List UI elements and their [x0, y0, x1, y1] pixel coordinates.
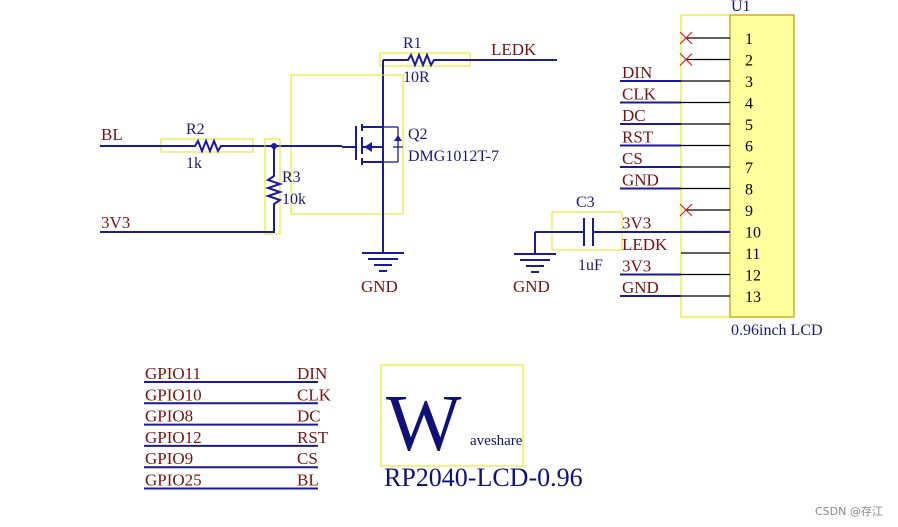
gnd-label-c3: GND: [513, 277, 550, 296]
q2-outline: [290, 74, 404, 215]
gpio-row: GPIO8 DC: [144, 407, 321, 426]
pin-number: 11: [745, 246, 760, 263]
pin-net-label: DC: [622, 106, 646, 125]
gpio-signal: RST: [297, 428, 329, 447]
gpio-signal: CS: [297, 449, 318, 468]
gnd-label-q2: GND: [361, 277, 398, 296]
pin-number: 4: [745, 96, 753, 113]
logo-outline: [380, 364, 524, 467]
connector-pin-3: DIN 3: [620, 63, 753, 91]
gpio-name: GPIO25: [145, 471, 202, 490]
pin-net-label: DIN: [622, 63, 652, 82]
board-title: RP2040-LCD-0.96: [384, 463, 583, 492]
r1-resistor: [383, 52, 557, 68]
r1-ref: R1: [403, 35, 422, 52]
pin-net-label: 3V3: [622, 257, 651, 276]
no-connect-mark: [679, 31, 693, 45]
connector-pin-1: 1: [679, 31, 753, 48]
pin-number: 1: [745, 31, 753, 48]
3v3-net-label: 3V3: [101, 213, 130, 232]
no-connect-mark: [679, 203, 693, 217]
ledk-net-label: LEDK: [491, 40, 537, 59]
gpio-row: GPIO11 DIN: [144, 364, 327, 383]
connector-body: [729, 14, 795, 318]
q2-ref: Q2: [408, 126, 428, 143]
c3-value: 1uF: [578, 257, 603, 274]
c3-ref: C3: [576, 194, 595, 211]
logo-letter: W: [386, 380, 462, 468]
pin-net-label: GND: [622, 171, 659, 190]
pin-net-label: LEDK: [622, 235, 668, 254]
pin-number: 10: [745, 225, 761, 242]
connector-pin-2: 2: [679, 53, 753, 70]
pin-number: 9: [745, 203, 753, 220]
connector-pin-12: 3V3 12: [620, 257, 761, 285]
gpio-name: GPIO12: [145, 428, 202, 447]
connector-pin-9: 9: [679, 203, 753, 220]
r3-value: 10k: [282, 191, 306, 208]
connector-pin-8: GND 8: [620, 171, 753, 199]
r3-resistor: [100, 146, 284, 233]
gnd-symbol-c3: [514, 232, 556, 273]
gpio-row: GPIO12 RST: [144, 428, 329, 447]
q2-mosfet: [342, 124, 403, 213]
gpio-name: GPIO10: [145, 385, 202, 404]
pin-number: 5: [745, 117, 753, 134]
pin-number: 12: [745, 268, 761, 285]
connector-pin-7: CS 7: [620, 149, 753, 177]
connector-pin-6: RST 6: [620, 128, 753, 156]
connector-value: 0.96inch LCD: [731, 322, 823, 339]
pin-net-label: 3V3: [622, 214, 651, 233]
r3-ref: R3: [282, 169, 301, 186]
gpio-name: GPIO9: [145, 449, 193, 468]
connector-pin-13: GND 13: [620, 278, 761, 306]
connector-pin-10: 3V3 10: [622, 214, 761, 242]
waveshare-logo: W aveshare: [380, 364, 524, 468]
pin-number: 8: [745, 182, 753, 199]
lcd-connector: U1 0.96inch LCD 12DIN3CLK4DC5RST6CS7GND8…: [620, 0, 823, 339]
logo-text: aveshare: [470, 433, 523, 449]
bl-net-label: BL: [101, 125, 123, 144]
pin-number: 2: [745, 53, 753, 70]
gpio-row: GPIO25 BL: [144, 471, 319, 490]
connector-pin-5: DC 5: [620, 106, 753, 134]
gpio-signal: DC: [297, 407, 321, 426]
pin-number: 6: [745, 139, 753, 156]
watermark: CSDN @存江: [815, 504, 883, 518]
gpio-row: GPIO9 CS: [144, 449, 318, 469]
pin-number: 3: [745, 74, 753, 91]
gpio-signal: CLK: [297, 385, 332, 404]
gpio-mapping: GPIO11 DIN GPIO10 CLK GPIO8 DC GPIO12 RST GPIO9 C…: [144, 364, 332, 490]
connector-pin-4: CLK 4: [620, 85, 753, 113]
connector-pins: 12DIN3CLK4DC5RST6CS7GND893V310LEDK113V31…: [620, 31, 761, 306]
connector-ref: U1: [731, 0, 751, 15]
gpio-signal: BL: [297, 471, 319, 490]
connector-pin-11: LEDK 11: [622, 235, 760, 263]
gnd-symbol-q2: [362, 213, 404, 272]
pin-number: 7: [745, 160, 753, 177]
pin-net-label: GND: [622, 278, 659, 297]
pin-net-label: CLK: [622, 85, 657, 104]
r2-resistor: [100, 138, 342, 154]
pin-net-label: CS: [622, 149, 643, 168]
gpio-name: GPIO8: [145, 407, 193, 426]
r1-value: 10R: [403, 69, 430, 86]
gpio-signal: DIN: [297, 364, 327, 383]
r3-outline: [264, 138, 281, 235]
bl-input: BL R2 1k R3 10k 3V3: [100, 121, 342, 235]
no-connect-mark: [679, 53, 693, 66]
r2-ref: R2: [186, 121, 205, 138]
r2-value: 1k: [186, 155, 202, 172]
gpio-name: GPIO11: [145, 364, 201, 383]
gpio-row: GPIO10 CLK: [144, 385, 332, 405]
pin-number: 13: [745, 289, 761, 306]
pin-net-label: RST: [622, 128, 654, 147]
c3-capacitor: C3 1uF GND: [513, 194, 730, 296]
q2-value: DMG1012T-7: [408, 148, 499, 165]
backlight-driver: R1 10R LEDK Q2 DMG1012T-7: [290, 35, 557, 296]
